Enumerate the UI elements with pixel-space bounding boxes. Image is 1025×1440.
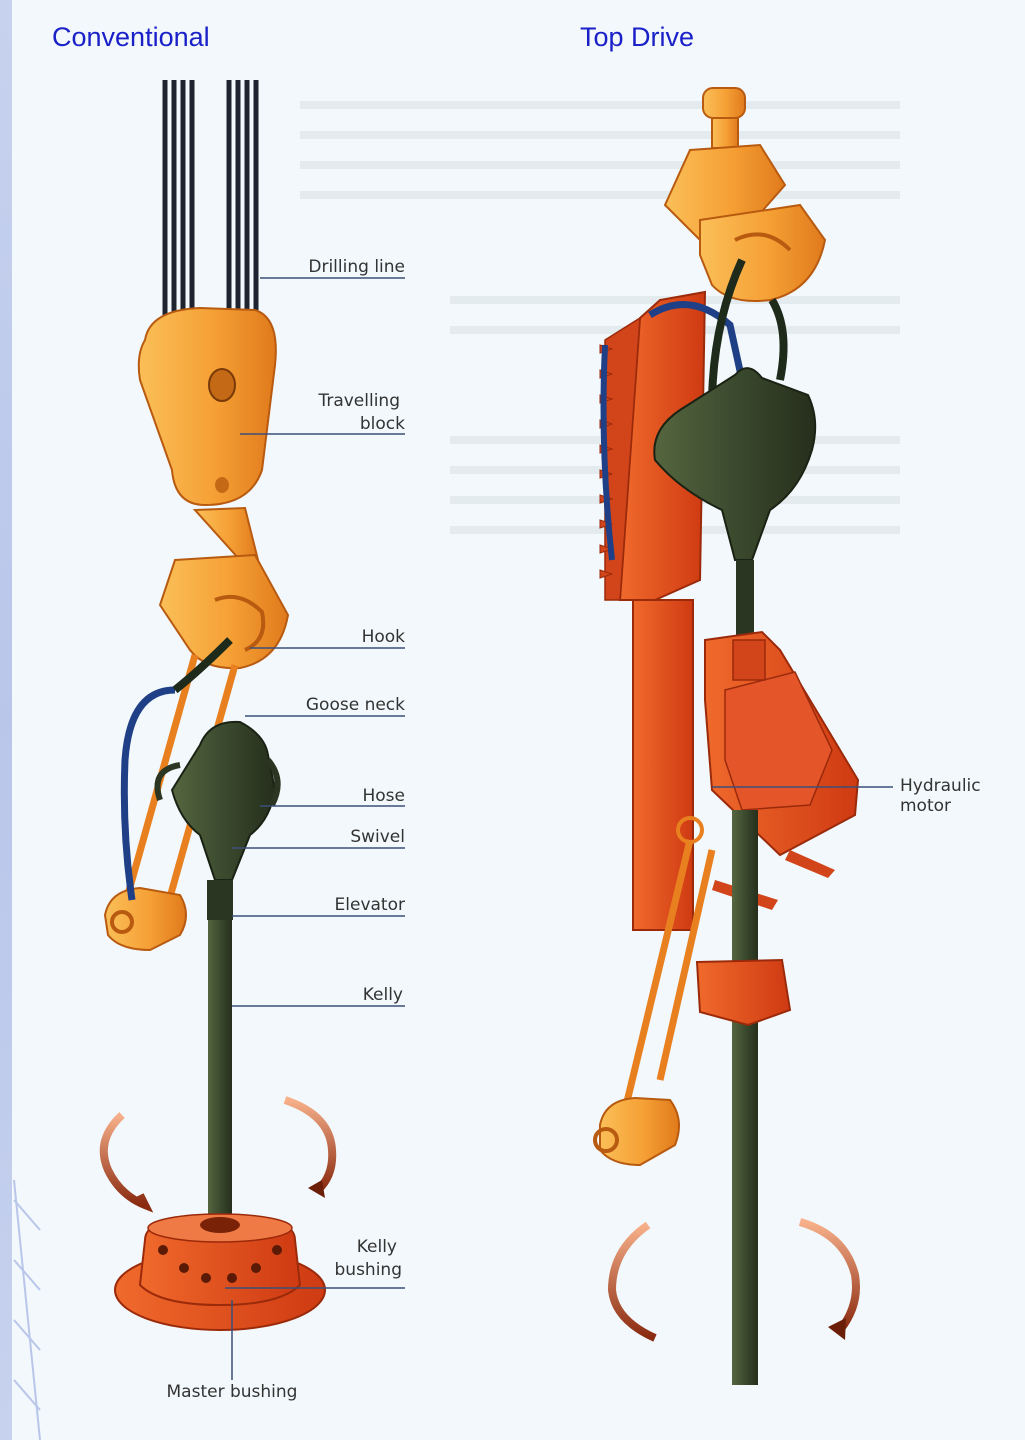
label-elevator: Elevator [335, 895, 405, 915]
top-drive-elevator [595, 1098, 679, 1165]
label-hydraulic-motor-line2: motor [900, 796, 951, 816]
top-drive-pipe-clamp [697, 960, 790, 1025]
derrick-lattice-decoration [14, 1180, 40, 1440]
label-kelly-bushing-line1: Kelly [357, 1237, 397, 1257]
travelling-block [139, 308, 276, 505]
drilling-line-cables [165, 80, 256, 320]
background-text-lines [300, 105, 900, 530]
kelly-bushing [115, 1214, 325, 1330]
top-drive-guide-rail [600, 292, 705, 930]
label-hydraulic-motor-line1: Hydraulic [900, 776, 981, 796]
label-kelly-bushing-line2: bushing [335, 1260, 403, 1280]
elevator-clamp [105, 888, 186, 950]
label-goose-neck: Goose neck [306, 695, 405, 715]
label-travelling-block-line1: Travelling [317, 391, 400, 411]
top-drive-drive-pipe [732, 810, 758, 1385]
label-swivel: Swivel [350, 827, 405, 847]
label-kelly: Kelly [363, 985, 403, 1005]
top-drive-motor-housing [705, 632, 858, 910]
label-hose: Hose [363, 786, 406, 806]
kelly-pipe [208, 920, 232, 1220]
label-hook: Hook [362, 627, 406, 647]
label-drilling-line: Drilling line [308, 257, 405, 277]
label-master-bushing: Master bushing [167, 1382, 298, 1402]
label-travelling-block-line2: block [360, 414, 405, 434]
